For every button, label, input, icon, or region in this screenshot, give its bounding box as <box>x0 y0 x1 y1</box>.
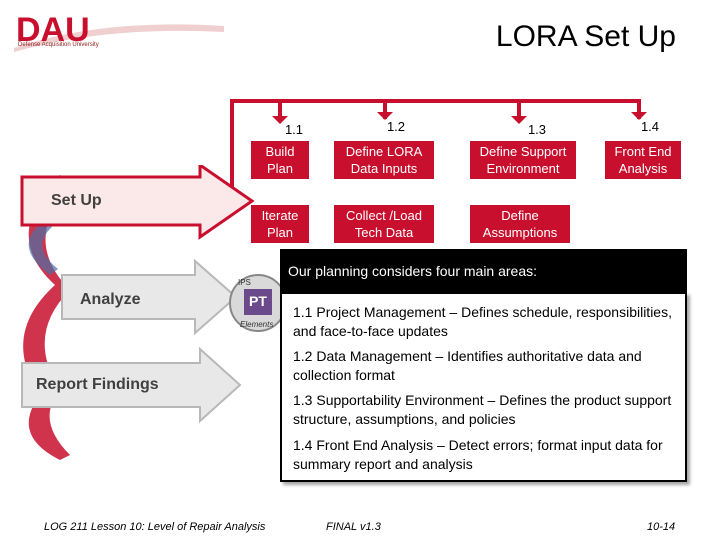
planning-heading: Our planning considers four main areas: <box>280 249 687 292</box>
area-supportability-environment: 1.3 Supportability Environment – Defines… <box>293 392 672 427</box>
task-iterate-plan: Iterate Plan <box>251 205 309 243</box>
connector-drop-3 <box>517 99 521 119</box>
connector-drop-1 <box>278 99 282 119</box>
badge-pt-label: PT <box>249 293 267 309</box>
footer-version: FINAL v1.3 <box>326 521 381 533</box>
task-number-1-1: 1.1 <box>284 122 304 137</box>
phase-analyze-label: Analyze <box>80 291 141 308</box>
badge-elements-label: Elements <box>240 320 274 329</box>
page-title: LORA Set Up <box>495 20 676 53</box>
process-flow-graphic <box>20 165 287 460</box>
area-front-end-analysis: 1.4 Front End Analysis – Detect errors; … <box>293 437 663 472</box>
area-data-management: 1.2 Data Management – Identifies authori… <box>293 348 642 383</box>
dau-logo: DAU <box>14 11 224 52</box>
connector-drop-2 <box>383 99 387 119</box>
task-number-1-3: 1.3 <box>527 122 547 137</box>
phase-setup-label: Set Up <box>51 192 102 209</box>
planning-areas: 1.1 Project Management – Defines schedul… <box>280 292 687 482</box>
connector-top <box>230 99 641 103</box>
task-number-1-4: 1.4 <box>640 119 660 134</box>
task-front-end-analysis: Front End Analysis <box>605 141 681 179</box>
task-define-lora-inputs: Define LORA Data Inputs <box>334 141 434 179</box>
task-define-assumptions: Define Assumptions <box>470 205 570 243</box>
area-project-management: 1.1 Project Management – Defines schedul… <box>293 304 672 339</box>
footer-page-number: 10-14 <box>647 521 676 533</box>
task-build-plan: Build Plan <box>251 141 309 179</box>
connector-left <box>230 99 234 209</box>
phase-report-label: Report Findings <box>36 376 159 393</box>
connector-drop-4 <box>637 99 641 119</box>
task-number-1-2: 1.2 <box>386 119 406 134</box>
task-define-support-env: Define Support Environment <box>470 141 576 179</box>
logo-tagline: Defense Acquisition University <box>18 42 99 48</box>
logo-letters: DAU <box>16 11 90 49</box>
footer-course: LOG 211 Lesson 10: Level of Repair Analy… <box>44 521 266 533</box>
connector-arrows <box>272 112 647 124</box>
badge-ips-label: IPS <box>238 278 251 287</box>
task-collect-load-data: Collect /Load Tech Data <box>334 205 434 243</box>
